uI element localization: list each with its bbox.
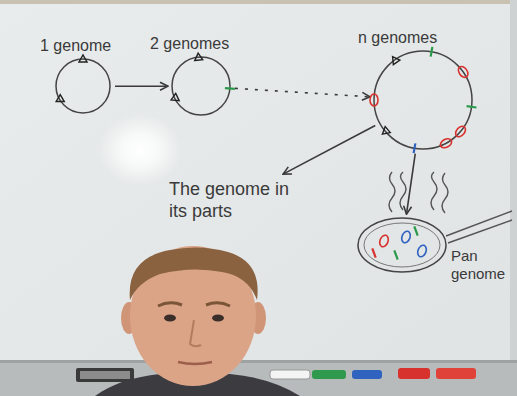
hair xyxy=(130,247,258,300)
marker-tray xyxy=(0,362,517,396)
circle-outline xyxy=(372,49,474,151)
pan-inner-rim xyxy=(364,223,440,267)
eye xyxy=(164,315,176,322)
marker-pen xyxy=(398,368,430,379)
tray-lip xyxy=(0,360,517,363)
arrow-connector xyxy=(406,154,415,215)
eraser xyxy=(76,368,134,382)
genome-marker xyxy=(380,127,391,138)
eyebrow xyxy=(206,303,230,306)
marker-pen xyxy=(352,370,382,379)
eye xyxy=(212,315,224,322)
camera-flash xyxy=(98,114,182,186)
genome-marker xyxy=(225,87,235,90)
steam-line xyxy=(442,173,448,213)
genome-marker xyxy=(370,94,378,106)
node-heading: n genomes xyxy=(358,28,437,47)
marker-pen xyxy=(436,368,476,379)
genome-marker xyxy=(467,106,477,107)
genome-marker xyxy=(456,65,469,79)
steam-line xyxy=(389,172,395,212)
genome-ring xyxy=(56,59,110,113)
eyebrow xyxy=(158,303,182,306)
arrow-connector xyxy=(283,125,375,174)
text-node: The genome in its parts xyxy=(165,176,301,225)
genome-marker xyxy=(194,53,203,61)
circle-outline xyxy=(170,55,232,117)
node-label: The genome in its parts xyxy=(169,179,297,222)
genome-marker xyxy=(414,226,417,235)
arrow-connector xyxy=(235,88,370,97)
node-heading: 1 genome xyxy=(40,36,111,55)
board-frame xyxy=(510,0,517,396)
steam-lines xyxy=(389,172,448,213)
genome-circle: n genomes xyxy=(358,28,474,151)
genome-marker xyxy=(431,47,433,57)
genome-marker xyxy=(454,125,468,139)
frying-pan: Pan genome xyxy=(356,215,509,283)
pan-rim xyxy=(358,218,446,272)
genome-marker xyxy=(54,95,64,105)
genome-marker xyxy=(79,55,87,62)
genome-ring xyxy=(374,51,472,149)
eraser-label xyxy=(80,371,130,379)
node-heading: 2 genomes xyxy=(150,34,229,53)
genome-circle: 2 genomes xyxy=(150,34,232,117)
genome-marker xyxy=(378,234,390,248)
person xyxy=(95,246,300,396)
board-frame xyxy=(0,0,517,4)
genome-circle: 1 genome xyxy=(40,36,112,115)
genome-marker xyxy=(400,230,412,244)
genome-marker xyxy=(439,137,453,150)
genome-marker xyxy=(389,54,400,64)
steam-line xyxy=(431,172,437,210)
genome-marker xyxy=(372,248,375,257)
mouth xyxy=(178,362,212,364)
marker-pen xyxy=(270,370,310,379)
steam-line xyxy=(400,172,406,210)
handle-edge xyxy=(448,220,512,243)
genome-marker xyxy=(169,94,179,104)
circle-outline xyxy=(54,57,112,115)
node-label: Pan genome xyxy=(451,247,509,283)
arrow-connector xyxy=(115,85,168,87)
genome-ring xyxy=(172,57,230,115)
genome-marker xyxy=(394,250,397,259)
pan-handle xyxy=(446,211,512,243)
pan-body xyxy=(356,215,448,275)
nose xyxy=(190,320,201,346)
genome-marker xyxy=(416,244,428,258)
genome-marker xyxy=(414,144,416,154)
marker-pen xyxy=(312,370,346,379)
